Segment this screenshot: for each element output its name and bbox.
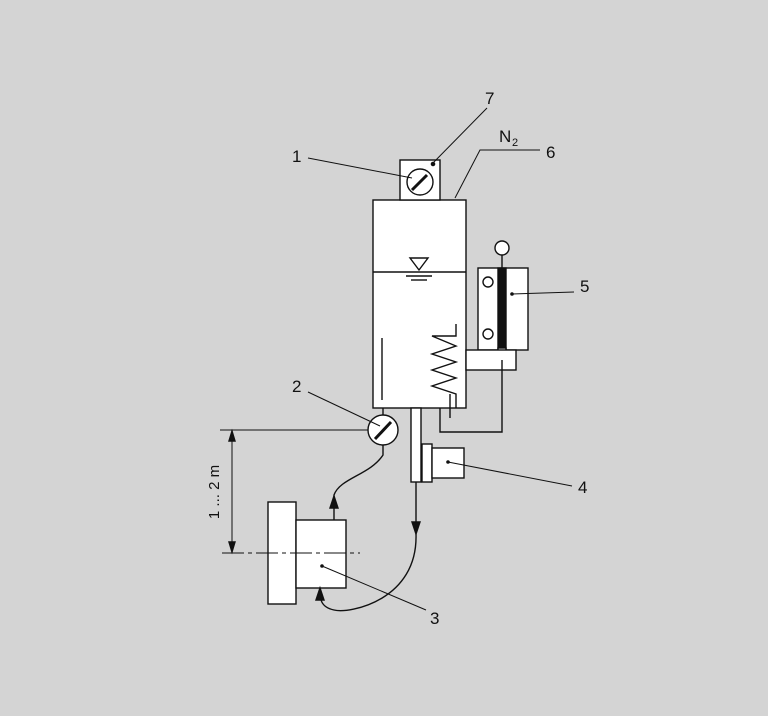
leader-7: [431, 107, 488, 165]
supply-arrow-icon: [329, 493, 339, 509]
callout-5: 5: [580, 277, 589, 296]
outlet-arrow-icon: [411, 521, 421, 537]
callout-6: 6: [546, 143, 555, 162]
level-gauge-ball-icon: [494, 240, 510, 256]
supply-line: [333, 445, 384, 520]
level-gauge-top-bolt: [482, 276, 494, 288]
top-gauge-needle: [410, 173, 429, 192]
leader-1: [307, 157, 413, 179]
gas-symbol: N: [499, 127, 511, 146]
gas-subscript: 2: [512, 137, 518, 149]
callout-7: 7: [485, 89, 494, 108]
dimension-top-arrow-icon: [228, 428, 236, 442]
level-gauge-return-line: [439, 360, 503, 433]
leader-3: [321, 565, 427, 611]
dimension-bottom-arrow-icon: [228, 541, 236, 555]
leader-2: [307, 391, 381, 427]
callout-2: 2: [292, 377, 301, 396]
bottom-gauge-needle: [373, 420, 393, 441]
level-gauge-tube: [497, 267, 507, 351]
return-arrow-icon: [315, 585, 325, 601]
callout-4: 4: [578, 478, 587, 497]
accumulator-tank: [372, 199, 467, 409]
hydraulic-unit-body: [295, 519, 347, 589]
dimension-label: 1 ... 2 m: [206, 465, 223, 519]
callout-3: 3: [430, 609, 439, 628]
callout-1: 1: [292, 147, 301, 166]
connection-block: [465, 349, 517, 371]
leader-6: [454, 149, 540, 199]
level-gauge-bottom-bolt: [482, 328, 494, 340]
fluid-level-icon: [406, 257, 432, 281]
heating-coil: [429, 324, 459, 408]
leader-5: [511, 291, 575, 295]
pump-body: [421, 443, 433, 483]
outlet-pipe: [410, 407, 422, 483]
leader-4: [447, 461, 573, 487]
